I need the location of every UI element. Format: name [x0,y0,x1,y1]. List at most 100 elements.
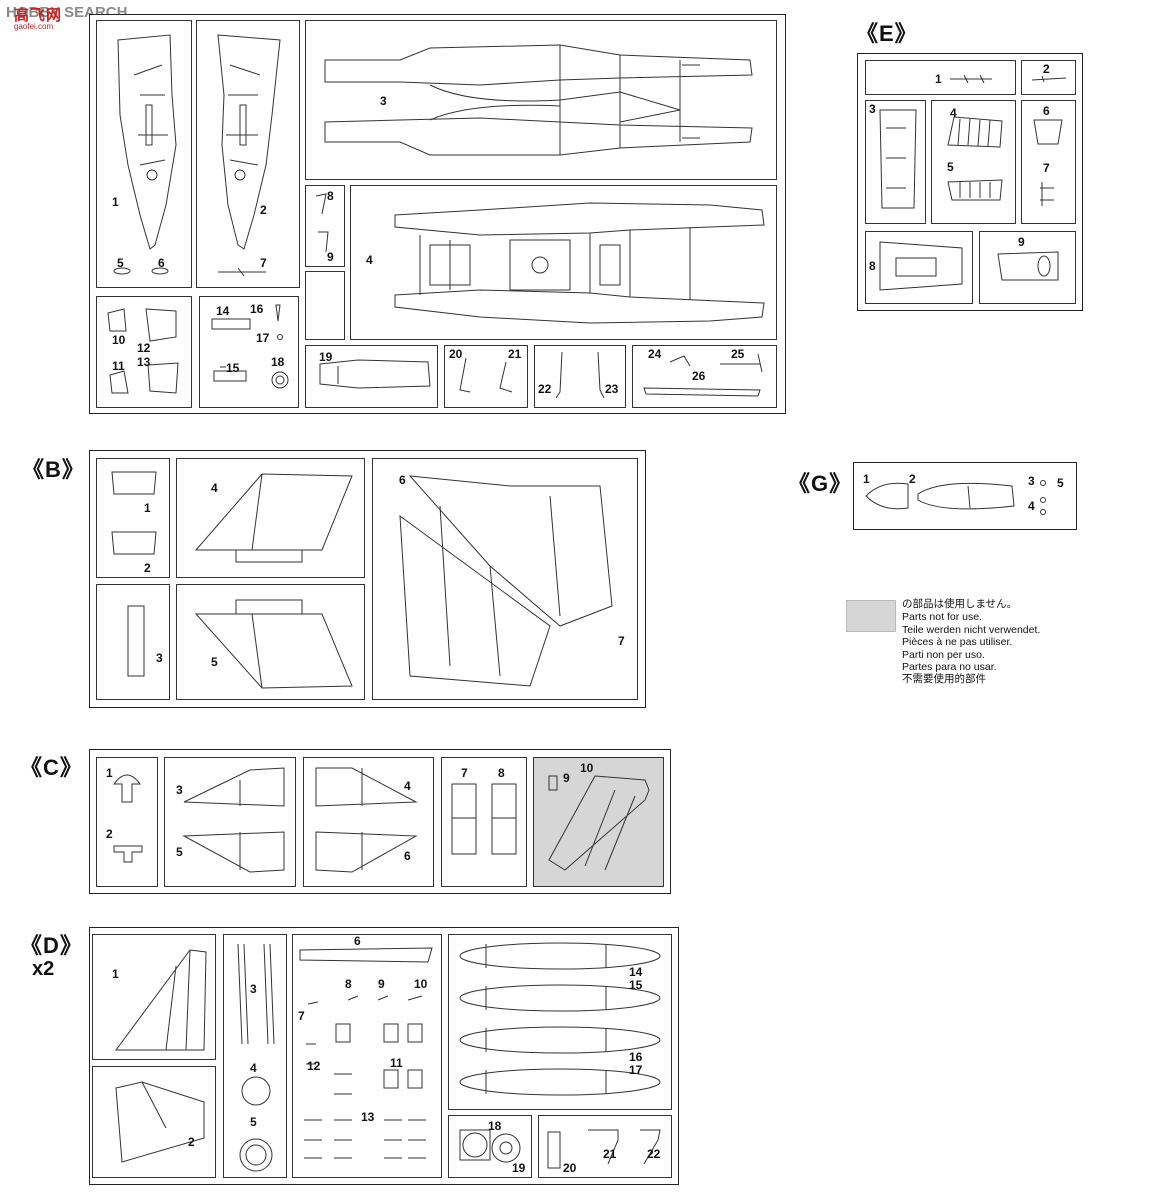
c-parts-9-10-drawing [548,775,650,871]
sprue-a-cell-14-18 [199,296,299,408]
d-part-13: 13 [361,1110,375,1124]
watermark-logo: HOBBY SEARCH 高飞网 gaofei.com [0,0,160,32]
d-part-19: 19 [512,1161,526,1175]
c-part-1: 1 [106,766,113,780]
b-part-5: 5 [211,655,218,669]
legend-line-de: Teile werden nicht verwendet. [902,624,1041,636]
a-part-8: 8 [327,189,334,203]
d-part-15: 15 [629,978,643,992]
c-parts-3-5-drawing [182,767,285,873]
e-part-2: 2 [1043,62,1050,76]
sprue-e-cell-2 [1021,60,1076,95]
a-part-5: 5 [117,256,124,270]
watermark-site: gaofei.com [14,22,54,31]
d-part-6: 6 [354,934,361,948]
legend-line-ja: の部品は使用しません。 [902,598,1018,610]
a-part-23: 23 [605,382,619,396]
b-part-4-drawing [194,473,353,563]
d-part-21: 21 [603,1147,617,1161]
sprue-c-cell-3-5 [164,757,296,887]
section-e-label: 《E》 [856,21,918,46]
d-part-2-drawing [115,1081,205,1163]
a-part-2: 2 [260,203,267,217]
a-part-16: 16 [250,302,264,316]
sprue-c-cell-7-8 [441,757,527,887]
small-part-5-6-drawing [113,267,169,275]
legend-line-fr: Pièces à ne pas utiliser. [902,636,1013,648]
section-d-quantity: x2 [32,958,55,980]
c-parts-7-8-drawing [451,783,517,855]
e-part-4: 4 [950,106,957,120]
d-part-1-drawing [115,949,207,1051]
sprue-d-cell-20-22 [538,1115,672,1178]
nose-half-left-drawing [117,34,177,250]
sprue-c-cell-4-6 [303,757,434,887]
d-part-5: 5 [250,1115,257,1129]
sprue-c-cell-1-2 [96,757,158,887]
d-part-3-drawing [237,943,275,1045]
sprue-a-cell-22-23 [534,345,626,408]
legend-line-es: Partes para no usar. [902,661,997,673]
g-part-3: 3 [1028,474,1035,488]
a-part-3: 3 [380,94,387,108]
e-part-8-drawing [879,241,963,291]
e-part-8: 8 [869,259,876,273]
e-part-1: 1 [935,72,942,86]
d-part-16: 16 [629,1050,643,1064]
canopy-parts-10-13-drawing [107,308,179,394]
d-part-9: 9 [378,977,385,991]
a-part-9: 9 [327,250,334,264]
d-part-1: 1 [112,967,119,981]
d-part-11: 11 [390,1056,403,1070]
nose-half-right-drawing [217,34,281,250]
e-part-5-drawing [947,179,1003,201]
part-22-23-drawing [555,351,605,399]
g-part-5: 5 [1057,476,1064,490]
sprue-a-cell-upper-fuselage [305,20,777,180]
sprue-b-cell-4 [176,458,365,578]
d-part-7: 7 [298,1009,305,1023]
a-part-1: 1 [112,195,119,209]
e-part-6-drawing [1033,119,1063,145]
d-part-10: 10 [414,977,428,991]
sprue-b-frame [89,450,646,708]
sprue-e-cell-6-7 [1021,100,1076,224]
a-part-25: 25 [731,347,745,361]
a-part-11: 11 [112,359,125,373]
a-part-15: 15 [226,361,240,375]
a-part-14: 14 [216,304,230,318]
section-b-label: 《B》 [22,457,85,482]
sprue-a-cell-empty [305,271,345,340]
d-parts-14-17-drawing [459,942,661,1096]
e-part-3-drawing [879,109,917,209]
sprue-e-cell-4-5 [931,100,1016,224]
a-part-7: 7 [260,256,267,270]
section-g-label: 《G》 [788,471,853,496]
sprue-b-cell-5 [176,584,365,700]
sprue-a-cell-20-21 [444,345,528,408]
e-part-2-drawing [1031,75,1067,83]
a-part-10: 10 [112,333,126,347]
d-part-3: 3 [250,982,257,996]
b-part-2: 2 [144,561,151,575]
sprue-a-cell-24-26 [632,345,777,408]
b-part-2-drawing [111,531,157,555]
d-part-12: 12 [307,1059,321,1073]
sprue-a-cell-19 [305,345,438,408]
d-part-4: 4 [250,1061,257,1075]
part-19-drawing [319,359,431,389]
b-part-6: 6 [399,473,406,487]
a-part-18: 18 [271,355,285,369]
d-parts-18-19-drawing [459,1129,521,1163]
a-part-26: 26 [692,369,706,383]
a-part-24: 24 [648,347,662,361]
g-small-parts-drawing [1040,480,1046,515]
c-part-1-drawing [113,774,141,803]
g-part-1: 1 [863,472,870,486]
b-part-1-drawing [111,471,157,495]
b-part-7: 7 [618,634,625,648]
a-part-4: 4 [366,253,373,267]
sprue-d-cell-14-17 [448,934,672,1110]
e-part-1-drawing [950,74,992,84]
part-24-26-drawing [643,353,763,397]
